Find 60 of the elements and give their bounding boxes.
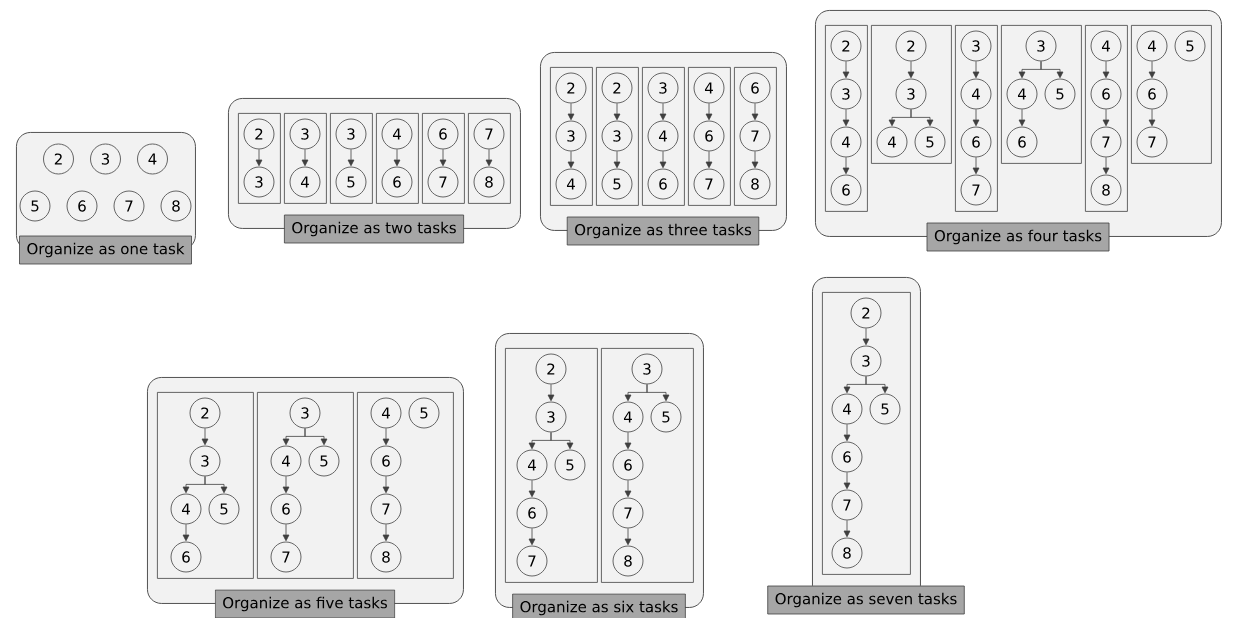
arrow [624,432,632,450]
arrow [613,103,621,121]
arrow [282,524,290,542]
arrow [751,103,759,121]
caption-box: Organize as four tasks [926,222,1110,252]
arrow [182,524,190,542]
arrow [705,151,713,169]
arrow [282,476,290,494]
arrow [659,151,667,169]
arrow [624,528,632,546]
arrow [304,428,328,446]
arrow [255,149,263,167]
arrow [393,149,401,167]
arrow [201,428,209,446]
arrow [624,480,632,498]
arrow [751,151,759,169]
arrow [843,424,851,442]
arrow [382,524,390,542]
arrow [382,428,390,446]
arrow [547,384,555,402]
arrow [842,157,850,175]
arrow [1102,157,1110,175]
arrow [485,149,493,167]
arrow [972,109,980,127]
arrow [567,103,575,121]
arrow [528,528,536,546]
arrow [382,476,390,494]
arrow [1102,61,1110,79]
arrow [865,376,889,394]
arrow [1102,109,1110,127]
arrow [439,149,447,167]
arrow [528,480,536,498]
arrow [862,328,870,346]
arrow [842,109,850,127]
arrow [1040,61,1064,79]
caption-box: Organize as one task [19,235,192,265]
arrow [1148,61,1156,79]
arrow [567,151,575,169]
caption-box: Organize as six tasks [512,593,686,618]
arrow [907,61,915,79]
arrow [843,520,851,538]
arrow [972,157,980,175]
arrow [659,103,667,121]
arrow [842,61,850,79]
arrow [843,472,851,490]
arrow [347,149,355,167]
caption-box: Organize as three tasks [566,216,760,246]
arrow [646,384,670,402]
arrow [204,476,228,494]
arrow [301,149,309,167]
arrow [1148,109,1156,127]
arrow [972,61,980,79]
arrow [910,109,934,127]
caption-box: Organize as two tasks [284,214,464,244]
caption-box: Organize as five tasks [214,589,396,618]
arrow [705,103,713,121]
caption-box: Organize as seven tasks [767,585,965,615]
arrow [613,151,621,169]
arrow [1018,109,1026,127]
arrow [550,432,574,450]
